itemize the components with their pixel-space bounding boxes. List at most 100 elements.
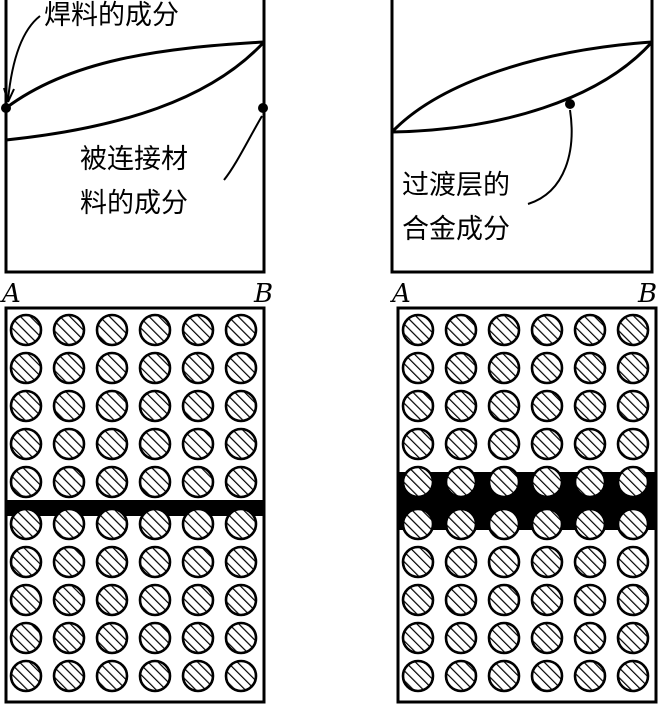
atom-circle	[530, 427, 564, 461]
atom-circle	[487, 313, 521, 347]
solder-composition-label: 焊料的成分	[44, 0, 179, 31]
right-phase-diagram: 过渡层的 合金成分 A B	[390, 0, 657, 309]
atom-circle	[95, 427, 129, 461]
solder-leader-line	[7, 15, 41, 101]
atom-circle	[616, 583, 650, 617]
atom-circle	[138, 427, 172, 461]
atom-circle	[52, 389, 86, 423]
left-axis-b-label: B	[253, 279, 273, 309]
atom-circle	[573, 465, 607, 499]
atom-circle	[401, 465, 435, 499]
left-lattice-joint	[4, 306, 266, 704]
left-atom-grid	[9, 313, 258, 693]
atom-circle	[616, 621, 650, 655]
atom-circle	[52, 351, 86, 385]
transition-layer-point	[565, 99, 575, 109]
atom-circle	[573, 351, 607, 385]
atom-circle	[616, 465, 650, 499]
atom-circle	[444, 465, 478, 499]
atom-circle	[9, 507, 43, 541]
atom-circle	[401, 313, 435, 347]
atom-circle	[224, 659, 258, 693]
atom-circle	[487, 351, 521, 385]
atom-circle	[138, 465, 172, 499]
solder-thin-layer	[6, 500, 264, 516]
atom-circle	[181, 465, 215, 499]
atom-circle	[224, 389, 258, 423]
base-composition-label-line1: 被连接材	[80, 144, 188, 175]
atom-circle	[530, 313, 564, 347]
right-lattice-joint	[396, 306, 658, 704]
atom-circle	[224, 313, 258, 347]
atom-circle	[224, 507, 258, 541]
right-axis-b-label: B	[637, 279, 657, 309]
atom-circle	[52, 313, 86, 347]
atom-circle	[224, 427, 258, 461]
atom-circle	[530, 583, 564, 617]
base-composition-point	[258, 103, 268, 113]
atom-circle	[444, 427, 478, 461]
atom-circle	[138, 507, 172, 541]
atom-circle	[616, 545, 650, 579]
atom-circle	[95, 583, 129, 617]
atom-circle	[401, 583, 435, 617]
atom-circle	[573, 545, 607, 579]
atom-circle	[9, 313, 43, 347]
atom-circle	[487, 659, 521, 693]
atom-circle	[181, 583, 215, 617]
atom-circle	[181, 389, 215, 423]
atom-circle	[138, 351, 172, 385]
atom-circle	[9, 545, 43, 579]
transition-label-line1: 过渡层的	[402, 170, 510, 201]
atom-circle	[9, 351, 43, 385]
base-composition-label-line2: 料的成分	[80, 188, 188, 219]
atom-circle	[138, 659, 172, 693]
atom-circle	[616, 659, 650, 693]
solder-composition-point	[1, 103, 11, 113]
atom-circle	[95, 545, 129, 579]
atom-circle	[401, 621, 435, 655]
atom-circle	[181, 659, 215, 693]
left-diagram-frame	[4, 0, 266, 274]
atom-circle	[138, 313, 172, 347]
atom-circle	[444, 313, 478, 347]
atom-circle	[9, 465, 43, 499]
atom-circle	[444, 659, 478, 693]
atom-circle	[95, 465, 129, 499]
atom-circle	[181, 621, 215, 655]
left-liquidus-curve	[5, 40, 265, 110]
atom-circle	[52, 621, 86, 655]
left-solidus-curve	[5, 40, 266, 142]
atom-circle	[52, 545, 86, 579]
atom-circle	[487, 545, 521, 579]
atom-circle	[530, 351, 564, 385]
atom-circle	[9, 583, 43, 617]
atom-circle	[95, 389, 129, 423]
atom-circle	[401, 507, 435, 541]
atom-circle	[573, 427, 607, 461]
atom-circle	[224, 351, 258, 385]
atom-circle	[573, 659, 607, 693]
transition-leader-line	[527, 109, 573, 205]
right-axis-a-label: A	[390, 279, 411, 309]
solder-leader-arrowhead	[3, 87, 15, 103]
transition-label-line2: 合金成分	[402, 214, 510, 245]
atom-circle	[224, 545, 258, 579]
atom-circle	[52, 507, 86, 541]
atom-circle	[138, 621, 172, 655]
base-leader-line	[223, 115, 263, 181]
atom-circle	[224, 621, 258, 655]
atom-circle	[52, 465, 86, 499]
atom-circle	[52, 659, 86, 693]
atom-circle	[138, 545, 172, 579]
atom-circle	[181, 313, 215, 347]
atom-circle	[444, 507, 478, 541]
atom-circle	[530, 465, 564, 499]
atom-circle	[9, 621, 43, 655]
atom-circle	[573, 583, 607, 617]
atom-circle	[401, 659, 435, 693]
right-diagram-frame	[390, 0, 654, 274]
atom-circle	[95, 507, 129, 541]
atom-circle	[444, 389, 478, 423]
